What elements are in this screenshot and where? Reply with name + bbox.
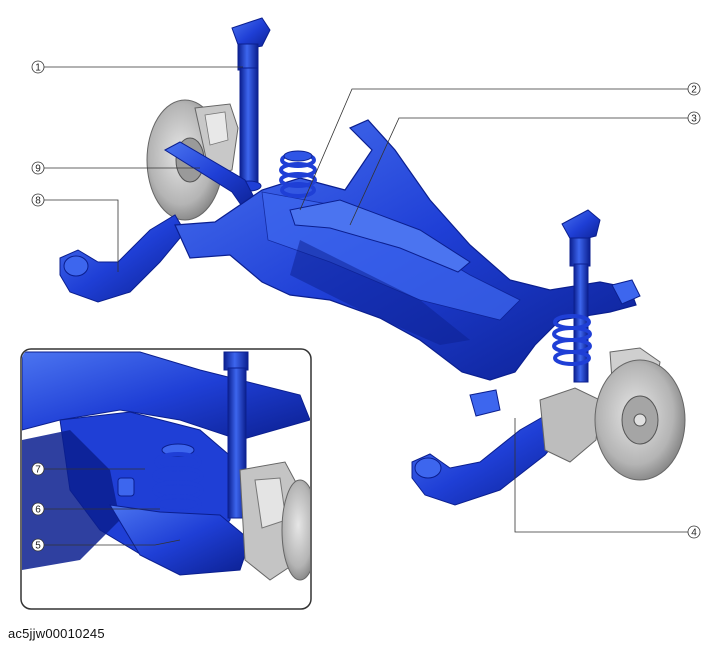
callout-1-label: 1 <box>35 63 41 74</box>
left-coil-spring <box>279 152 317 198</box>
main-assembly <box>59 17 686 506</box>
figure-id-caption: ac5jjw00010245 <box>8 626 105 641</box>
callout-6: 6 <box>31 502 160 516</box>
callout-8: 8 <box>31 193 119 272</box>
callout-7: 7 <box>31 462 145 476</box>
right-brake-disc <box>594 359 686 481</box>
callout-6-label: 6 <box>35 505 41 516</box>
detail-inset <box>20 348 312 610</box>
callout-3: 3 <box>349 111 701 226</box>
callout-4: 4 <box>514 418 701 539</box>
right-knuckle <box>539 387 601 463</box>
callout-1: 1 <box>31 60 243 74</box>
upper-arm <box>289 199 471 273</box>
callout-2: 2 <box>299 82 701 211</box>
callout-5-label: 5 <box>35 541 41 552</box>
callouts: 1 2 3 4 5 6 <box>31 60 701 552</box>
callout-5: 5 <box>31 538 181 552</box>
callout-2-label: 2 <box>691 85 697 96</box>
callout-7-label: 7 <box>35 465 41 476</box>
right-coil-spring <box>552 314 592 366</box>
left-shock-absorber <box>231 17 271 192</box>
callout-3-label: 3 <box>691 114 697 125</box>
callout-9: 9 <box>31 161 200 175</box>
callout-8-label: 8 <box>35 196 41 207</box>
callout-4-label: 4 <box>691 528 697 539</box>
callout-9-label: 9 <box>35 164 41 175</box>
